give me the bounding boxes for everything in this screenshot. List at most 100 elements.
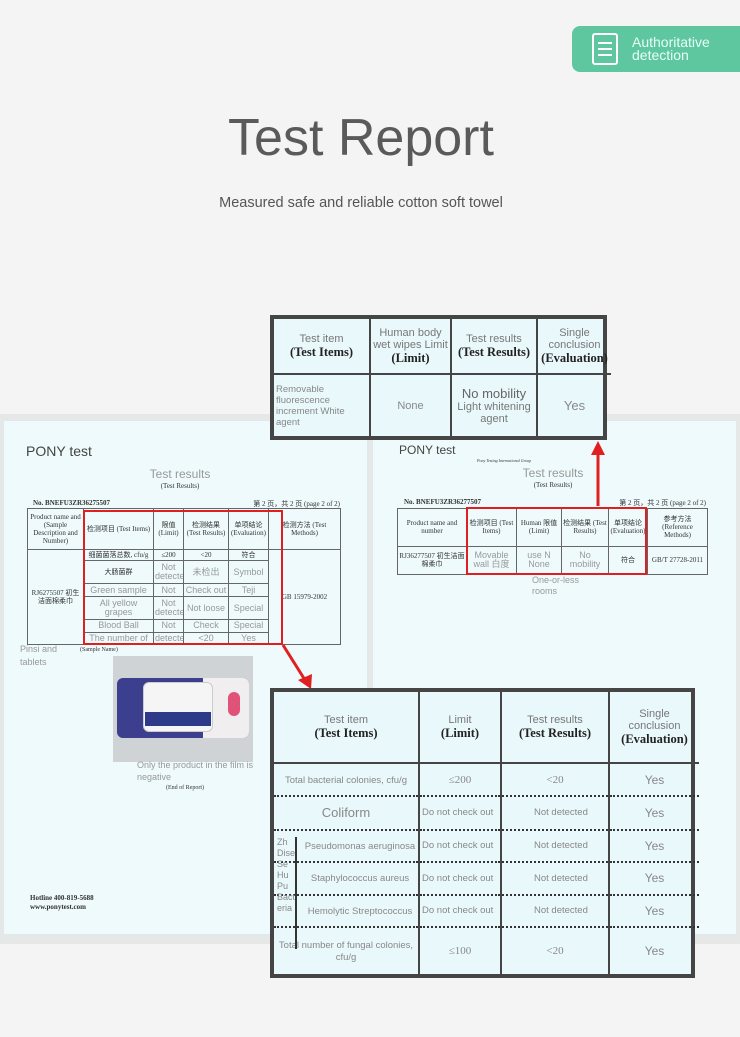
- table-cell: RJ36277507 初生洁面棉柔巾: [397, 545, 467, 575]
- cell-text: Yes: [241, 632, 256, 643]
- cell-text: Not detecte: [155, 562, 184, 582]
- left-sample-name-label: Pinsi and tablets: [20, 644, 58, 667]
- header-cell: Product name and number: [397, 508, 467, 547]
- cell-text: GB/T 27728-2011: [651, 556, 704, 565]
- zoom-header-cell: Single conclusion(Evaluation): [536, 319, 611, 376]
- conclusion-cell: Yes: [608, 893, 699, 927]
- hotline: Hotline 400-819-5688: [30, 894, 94, 902]
- left-page-number: 第 2 页，共 2 页 (page 2 of 2): [253, 500, 340, 508]
- cell-text: Not: [161, 620, 176, 631]
- badge-label-2: detection: [632, 47, 689, 63]
- test-item-cell: Total number of fungal colonies, cfu/g: [274, 925, 419, 974]
- limit-cell: ≤100: [418, 925, 501, 974]
- test-item-cell: Removable fluorescence increment White a…: [276, 383, 345, 428]
- cell-text: Not loose: [186, 602, 226, 613]
- bottom-zoomed-table: Test item(Test Items)Limit(Limit)Test re…: [270, 688, 699, 978]
- result-cell: <20: [500, 925, 609, 974]
- table-cell: Special: [228, 595, 269, 621]
- header-cn: (Limit): [391, 350, 430, 365]
- table-cell: Not loose: [183, 595, 229, 621]
- zoom-header-cell: Limit(Limit): [418, 692, 501, 765]
- header-cell: 检测项目 (Test Items): [83, 508, 154, 550]
- cell-text: Special: [233, 620, 264, 631]
- result-cell: Not detected: [500, 828, 609, 863]
- cell-text: <20: [198, 632, 214, 643]
- arrow-up-head: [591, 441, 605, 455]
- limit-cell: Do not check out: [418, 861, 501, 895]
- cell-text: All yellow grapes: [99, 598, 138, 617]
- cell-text: The number of: [89, 632, 148, 643]
- left-heading: Test results: [149, 467, 211, 481]
- page-subtitle: Measured safe and reliable cotton soft t…: [219, 195, 503, 211]
- zoom-header-cell: Test item(Test Items): [274, 692, 419, 765]
- zoom-row: Removable fluorescence increment White a…: [274, 374, 611, 436]
- cell-text: Coliform: [321, 805, 371, 821]
- cell-text: Not detecte: [155, 598, 184, 617]
- zoom-header-cell: Test results(Test Results): [500, 692, 609, 765]
- header-cell: 检测结果 (Test Results): [561, 508, 609, 547]
- header-en: Single conclusion: [628, 707, 681, 732]
- cell-text: 符合: [621, 556, 635, 565]
- conclusion-cell: Yes: [608, 794, 699, 830]
- result-cell: Not detected: [500, 861, 609, 895]
- cell-text: 未检出: [192, 566, 220, 577]
- website-link[interactable]: www.ponytest.com: [30, 903, 86, 911]
- zoom-header-row: Test item(Test Items)Human body wet wipe…: [274, 319, 611, 376]
- cell-text: Special: [233, 602, 264, 613]
- cell-text: <20: [200, 550, 212, 559]
- test-item-cell: Staphylococcus aureus: [274, 861, 419, 895]
- sample-cell: RJ6275507 初生洁面棉柔巾: [27, 548, 84, 646]
- cell-text: Not: [161, 584, 176, 595]
- header-en: Limit: [448, 713, 472, 726]
- cell-text: Total bacterial colonies, cfu/g: [285, 774, 407, 786]
- cell-text: Hemolytic Streptococcus: [307, 905, 413, 917]
- header-cell: 检测方法 (Test Methods): [268, 508, 341, 550]
- table-cell: Not detecte: [153, 595, 184, 621]
- zoom-row: Total number of fungal colonies, cfu/g≤1…: [274, 925, 699, 974]
- header-cn: (Evaluation): [621, 731, 688, 746]
- header-cell: 参考方法 (Reference Methods): [647, 508, 708, 547]
- cell-text: 大肠菌群: [104, 568, 133, 577]
- page-title: Test Report: [228, 109, 494, 167]
- cell-text: RJ36277507 初生洁面棉柔巾: [399, 552, 465, 569]
- right-note: One-or-less rooms: [532, 575, 580, 596]
- cell-text: Blood Ball: [98, 620, 139, 631]
- header-en: Human body wet wipes Limit: [373, 326, 448, 351]
- right-brand: PONY test: [399, 443, 456, 457]
- right-page-number: 第 2 页，共 2 页 (page 2 of 2): [619, 499, 706, 507]
- header-cell: 单项结论 (Evaluation): [608, 508, 648, 547]
- left-report-no: No. BNEFU3ZR36275507: [33, 499, 111, 507]
- cell-text: Staphylococcus aureus: [310, 873, 410, 885]
- conclusion-cell: Yes: [608, 925, 699, 974]
- left-heading-en: (Test Results): [160, 482, 200, 490]
- right-group: Pony Testing International Group: [477, 458, 532, 463]
- zoom-header-cell: Human body wet wipes Limit(Limit): [369, 319, 451, 376]
- header-en: Test item: [323, 713, 368, 726]
- result-cell: Not detected: [500, 893, 609, 927]
- conclusion-cell: Yes: [608, 861, 699, 895]
- header-cn: (Test Results): [518, 725, 592, 740]
- cell-text: 符合: [241, 550, 256, 559]
- bacteria-group-label: Zh Dise Se Hu Pu Bacteria: [277, 837, 297, 949]
- header-cell: Product name and (Sample Description and…: [27, 508, 84, 550]
- test-item-cell: Pseudomonas aeruginosa: [274, 828, 419, 863]
- left-sample-name-en: (Sample Name): [80, 647, 118, 653]
- cell-text: No mobility: [569, 550, 601, 570]
- right-highlight-box: [466, 507, 647, 575]
- cell-text: ≤200: [161, 550, 176, 559]
- header-cn: (Test Items): [314, 725, 378, 740]
- header-cn: (Test Results): [457, 344, 531, 359]
- left-highlight-box: [83, 510, 283, 645]
- limit-cell: Do not check out: [418, 794, 501, 830]
- limit-cell: Do not check out: [418, 893, 501, 927]
